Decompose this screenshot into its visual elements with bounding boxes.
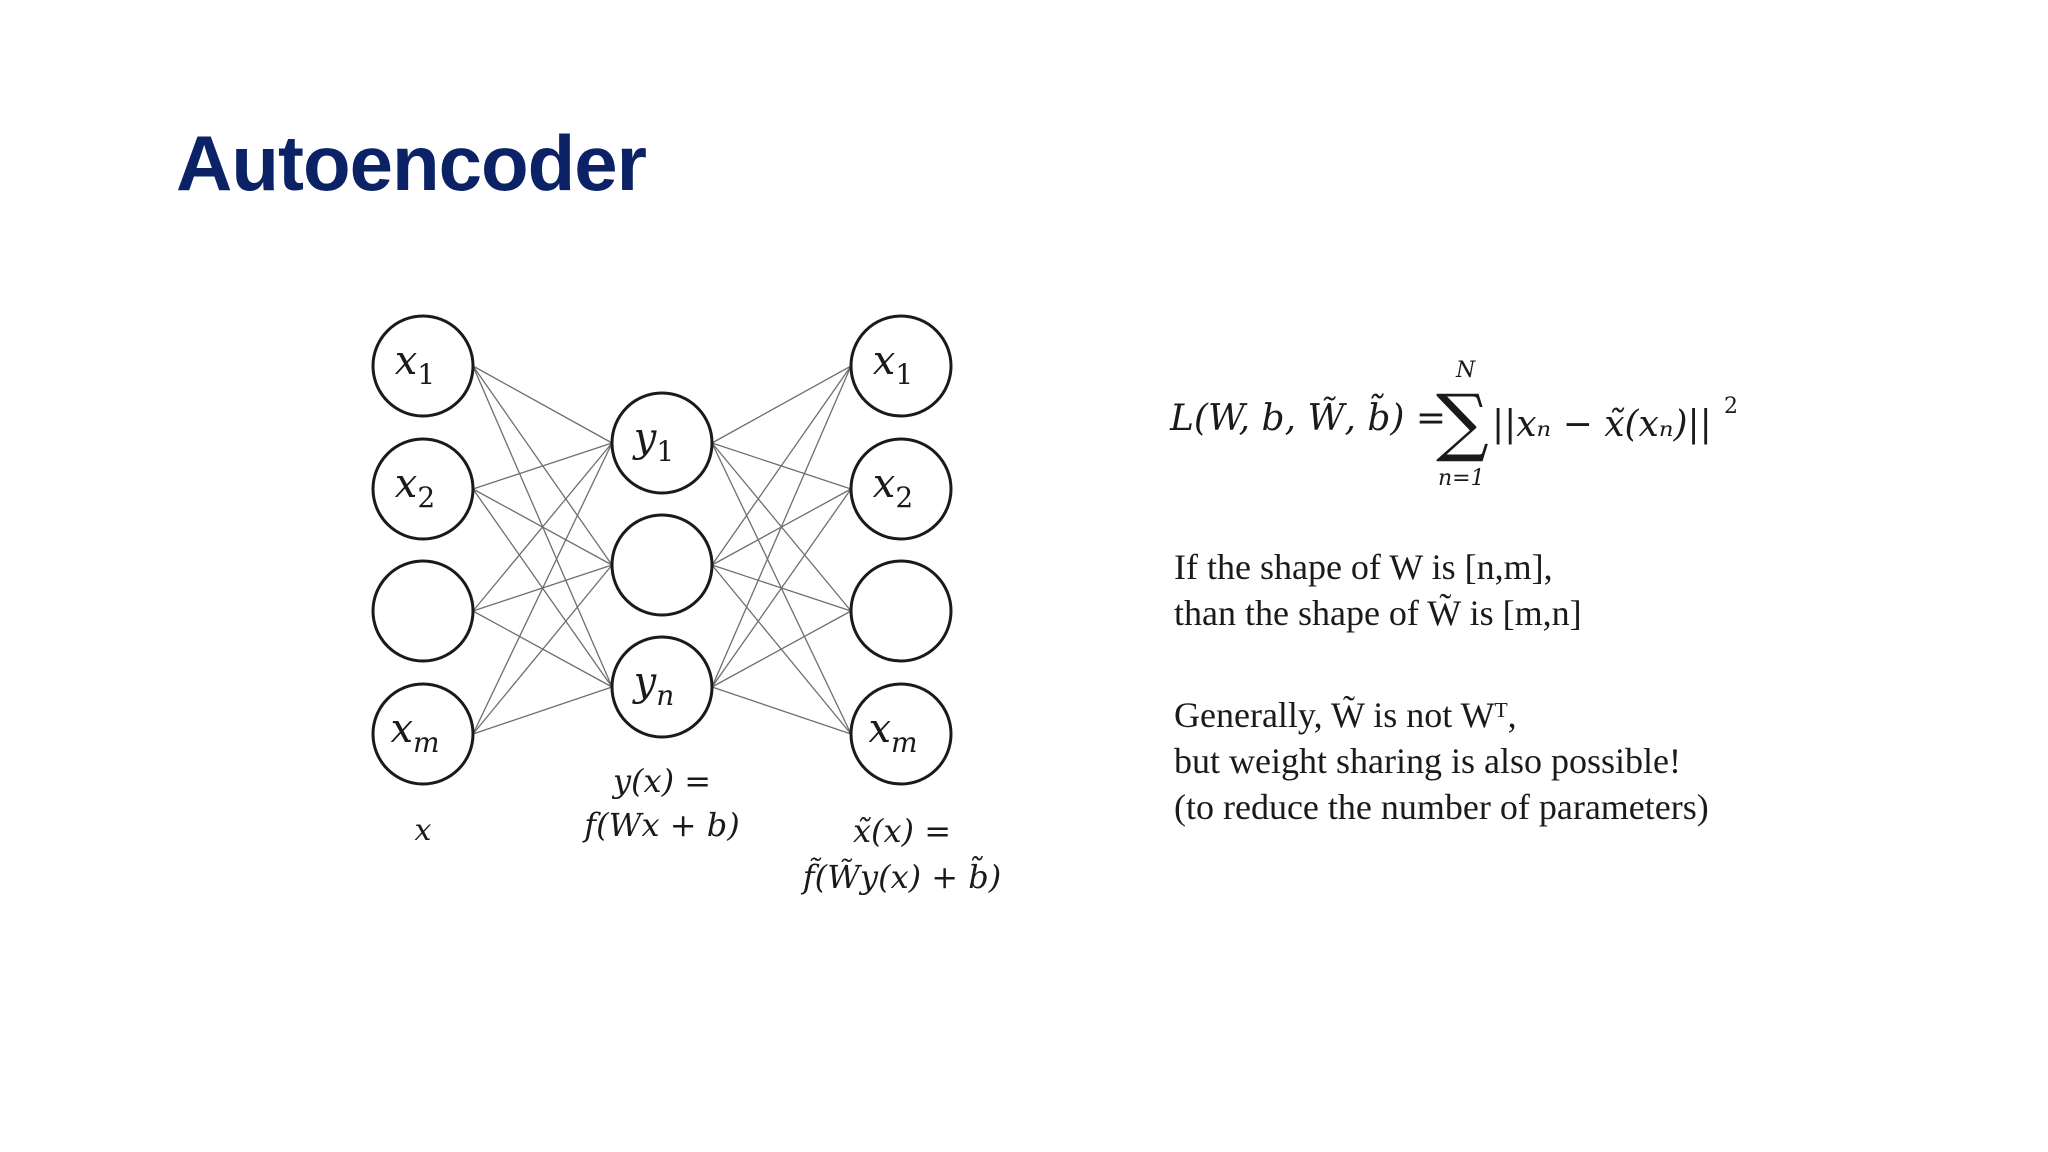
output-node-0: x1 [849,314,953,418]
edge-hid2-out0 [711,365,852,688]
output-node-2-circle [849,559,953,663]
hidden-caption-line1: y(x) = [611,762,711,800]
edge-in3-hid2 [472,686,613,735]
hidden-node-1-circle [610,513,714,617]
input-caption: x [415,813,432,848]
loss-rhs: ||xₙ − x̃(xₙ)|| [1492,404,1712,445]
note-weight-sharing: but weight sharing is also possible! [1174,741,1681,781]
output-node-1-circle [849,437,953,541]
edge-in3-hid1 [472,564,613,735]
input-node-3: xm [371,682,475,786]
hidden-caption-line2: f(Wx + b) [582,806,739,844]
input-node-3-label: xm [390,706,439,759]
output-node-2 [849,559,953,663]
sum-icon: ∑ [1436,379,1489,465]
output-node-1-label: x2 [873,461,913,514]
output-caption-line1: x̃(x) = [853,812,951,850]
output-node-0-label: x1 [873,338,913,391]
output-node-0-circle [849,314,953,418]
input-node-1-circle [371,437,475,541]
output-node-3-circle [849,682,953,786]
input-node-0-label: x1 [395,338,435,391]
edge-hid1-out0 [711,365,852,566]
note-generally: Generally, W̃ is not Wᵀ, [1174,695,1517,735]
output-node-3: xm [849,682,953,786]
edge-hid2-out1 [711,488,852,688]
output-caption-line2: f̃(W̃y(x) + b̃) [801,857,1001,896]
hidden-node-2-circle [610,635,714,739]
loss-lhs: L(W, b, W̃, b̃) = [1170,398,1447,439]
edge-in1-hid0 [472,442,613,490]
sum-upper-bound: N [1456,358,1476,383]
edge-in3-hid0 [472,442,613,735]
input-node-0-circle [371,314,475,418]
output-node-3-label: xm [868,706,917,759]
slide-title: Autoencoder [176,119,647,207]
edge-hid2-out2 [711,610,852,688]
edge-hid2-out3 [711,686,852,735]
loss-power: 2 [1724,394,1738,419]
input-node-3-circle [371,682,475,786]
input-node-1: x2 [371,437,475,541]
hidden-node-1 [610,513,714,617]
connection-edges [472,365,852,735]
network-nodes: x1 x2 xm y1 yn x1 x2 xm [371,314,953,786]
input-node-2-circle [371,559,475,663]
sum-lower-bound: n=1 [1438,466,1485,491]
note-reduce-params: (to reduce the number of parameters) [1174,787,1709,827]
hidden-node-2-label: yn [632,659,675,712]
hidden-node-0-circle [610,391,714,495]
edge-in2-hid0 [472,442,613,612]
hidden-node-2: yn [610,635,714,739]
note-shape-w: If the shape of W is [n,m], [1174,547,1553,587]
edge-hid0-out0 [711,365,852,444]
input-node-1-label: x2 [395,461,435,514]
edge-in0-hid0 [472,365,613,444]
layer-captions: x y(x) = f(Wx + b) x̃(x) = f̃(W̃y(x) + b… [415,762,1002,896]
input-node-0: x1 [371,314,475,418]
note-shape-w-tilde: than the shape of W̃ is [m,n] [1174,593,1582,633]
hidden-node-0-label: y1 [632,415,674,468]
hidden-node-0: y1 [610,391,714,495]
input-node-2 [371,559,475,663]
output-node-1: x2 [849,437,953,541]
